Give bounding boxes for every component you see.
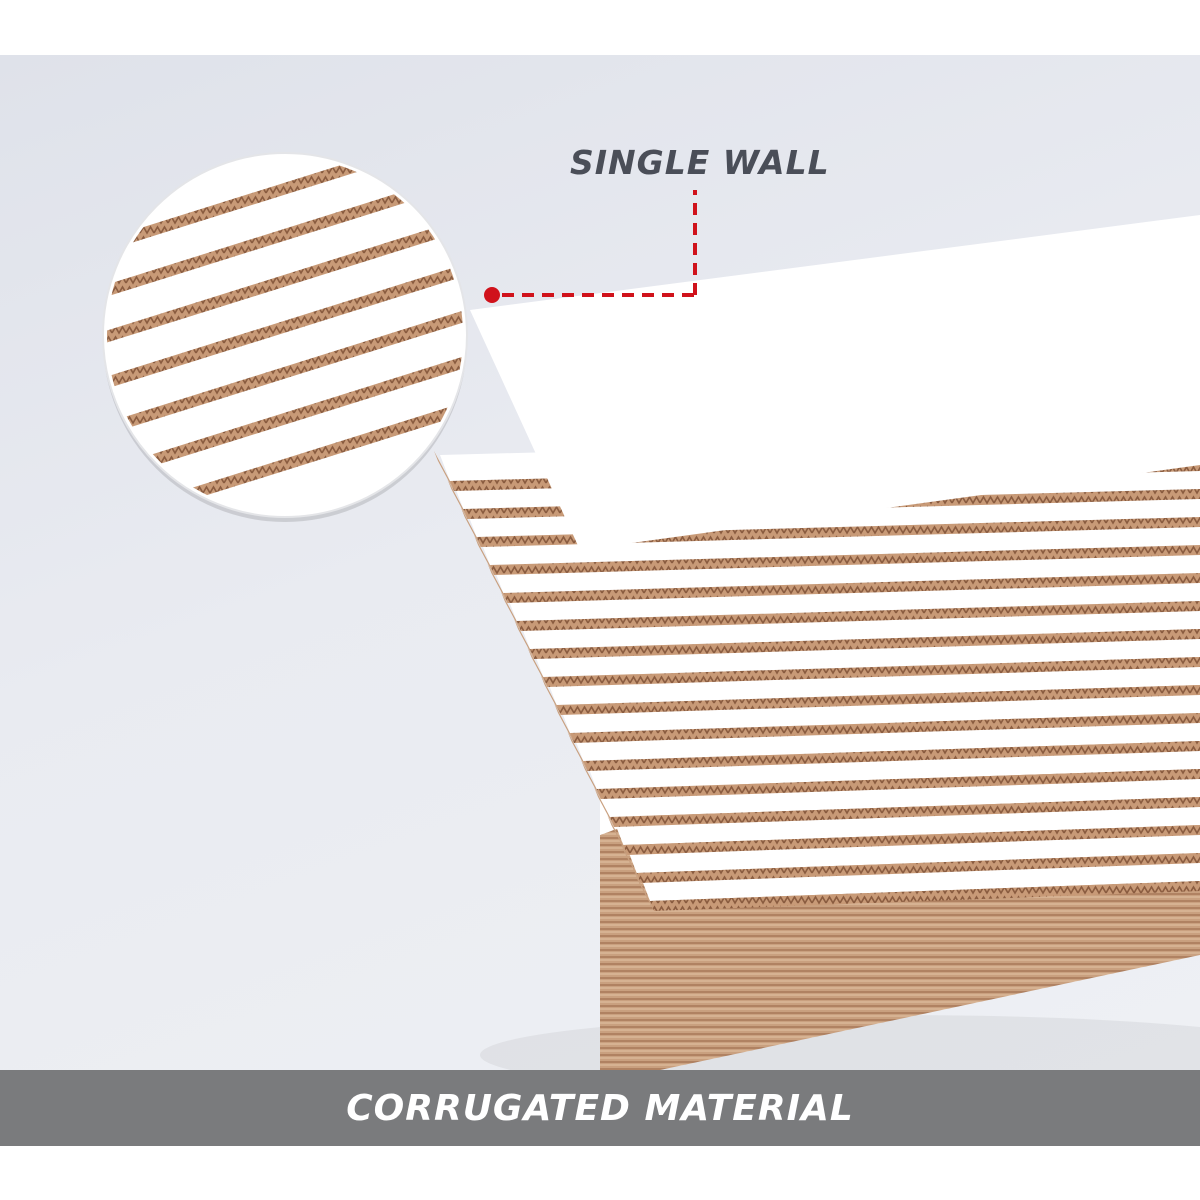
sheet-side <box>434 451 454 491</box>
sheet-side <box>460 507 481 547</box>
sheet-side <box>540 675 561 715</box>
sheet-edge <box>543 657 1200 687</box>
magnified-flute-layer <box>107 161 463 305</box>
sheet-edge <box>570 713 1200 743</box>
sheet-side <box>514 619 534 659</box>
sheet-edge <box>650 881 1200 911</box>
sheet-side <box>554 703 574 743</box>
sheet-edge <box>596 769 1200 799</box>
cardboard-stack-illustration <box>102 152 1200 1070</box>
magnifier-detail <box>102 152 468 522</box>
sheet-side <box>500 591 521 631</box>
sheet-side <box>447 479 468 519</box>
sheet-side <box>474 535 494 575</box>
sheet-side <box>620 843 641 883</box>
magnified-flute-layer <box>107 345 463 489</box>
sheet-side <box>527 647 548 687</box>
sheet-edge <box>503 573 1200 603</box>
sheet-side <box>634 871 654 911</box>
single-wall-label: SINGLE WALL <box>570 143 830 182</box>
magnified-flute-layer <box>107 157 463 259</box>
callout-dot <box>484 287 500 303</box>
sheet-edge <box>583 741 1200 771</box>
sheet-side <box>487 563 508 603</box>
sheet-side <box>567 731 588 771</box>
caption-banner: CORRUGATED MATERIAL <box>0 1070 1200 1146</box>
magnified-flute-layer <box>107 299 463 443</box>
sheet-side <box>607 815 628 855</box>
sheet-edge <box>610 797 1200 827</box>
banner-title: CORRUGATED MATERIAL <box>346 1087 854 1129</box>
sheet-edge <box>516 601 1200 631</box>
top-sheet-face <box>470 215 1200 550</box>
callout-connector <box>484 190 697 303</box>
sheet-edge <box>476 517 1200 547</box>
magnified-flute-layer <box>107 253 463 397</box>
sheet-side <box>580 759 601 799</box>
sheet-edge <box>490 545 1200 575</box>
sheet-edge <box>530 629 1200 659</box>
sheet-edge <box>623 825 1200 855</box>
photo-background: SINGLE WALL <box>0 55 1200 1070</box>
magnified-flute-layer <box>107 207 463 351</box>
sheet-edge <box>636 853 1200 883</box>
sheet-side <box>594 787 614 827</box>
sheet-edge <box>556 685 1200 715</box>
